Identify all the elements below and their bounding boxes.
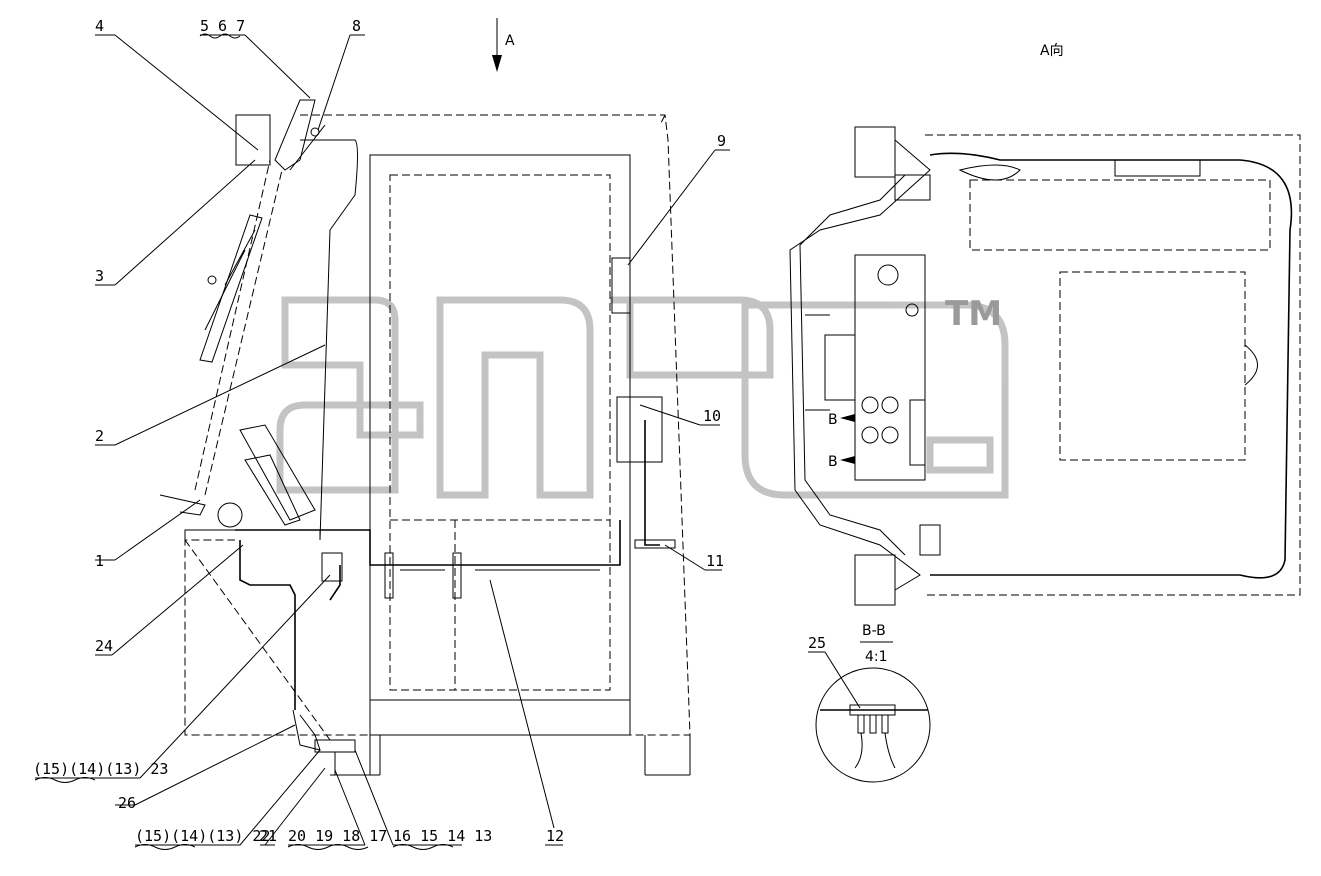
label-4: 4 bbox=[95, 17, 104, 35]
label-11: 11 bbox=[706, 552, 724, 570]
label-3: 3 bbox=[95, 267, 104, 285]
dashboard bbox=[854, 254, 926, 481]
section-bb-detail: B-B 4:1 bbox=[815, 623, 931, 783]
section-markers: B B bbox=[828, 412, 855, 470]
label-12: 12 bbox=[546, 827, 564, 845]
label-10: 10 bbox=[703, 407, 721, 425]
trademark-mark: TM bbox=[945, 294, 1002, 334]
lamp-bottom bbox=[854, 554, 896, 606]
work-lamp bbox=[235, 114, 271, 166]
side-view bbox=[159, 99, 691, 776]
cab-frame-outer bbox=[369, 154, 631, 736]
leader-lines bbox=[34, 33, 861, 850]
section-marker-b1: B bbox=[828, 412, 838, 428]
part-labels: 1 2 3 4 5 6 7 8 9 10 11 12 (15)(14)(13) … bbox=[33, 17, 826, 845]
label-21: 21 bbox=[259, 827, 277, 845]
label-5-6-7: 5 6 7 bbox=[200, 17, 245, 35]
section-marker-b2: B bbox=[828, 454, 838, 470]
label-22: (15)(14)(13) 22 bbox=[135, 827, 270, 845]
detail-circle bbox=[815, 667, 931, 783]
controller-box bbox=[616, 396, 663, 463]
label-8: 8 bbox=[352, 17, 361, 35]
label-9: 9 bbox=[717, 132, 726, 150]
label-16-15-14-13: 16 15 14 13 bbox=[393, 827, 492, 845]
lamp-top bbox=[854, 126, 896, 178]
label-24: 24 bbox=[95, 637, 113, 655]
label-23: (15)(14)(13) 23 bbox=[33, 760, 168, 778]
section-scale: 4:1 bbox=[865, 649, 888, 665]
label-25: 25 bbox=[808, 634, 826, 652]
seat-outline bbox=[1059, 271, 1246, 461]
cab-frame-inner bbox=[389, 174, 611, 691]
label-2: 2 bbox=[95, 427, 104, 445]
svg-text:A: A bbox=[505, 33, 515, 49]
a-view: A向 bbox=[789, 43, 1301, 606]
label-1: 1 bbox=[95, 552, 104, 570]
label-26: 26 bbox=[118, 794, 136, 812]
section-title: B-B bbox=[862, 623, 886, 639]
a-view-title: A向 bbox=[1040, 43, 1064, 59]
label-20-19-18-17: 20 19 18 17 bbox=[288, 827, 387, 845]
view-a-arrow: A bbox=[492, 18, 515, 72]
switch-panel bbox=[611, 257, 631, 314]
watermark-logo bbox=[276, 296, 1009, 499]
